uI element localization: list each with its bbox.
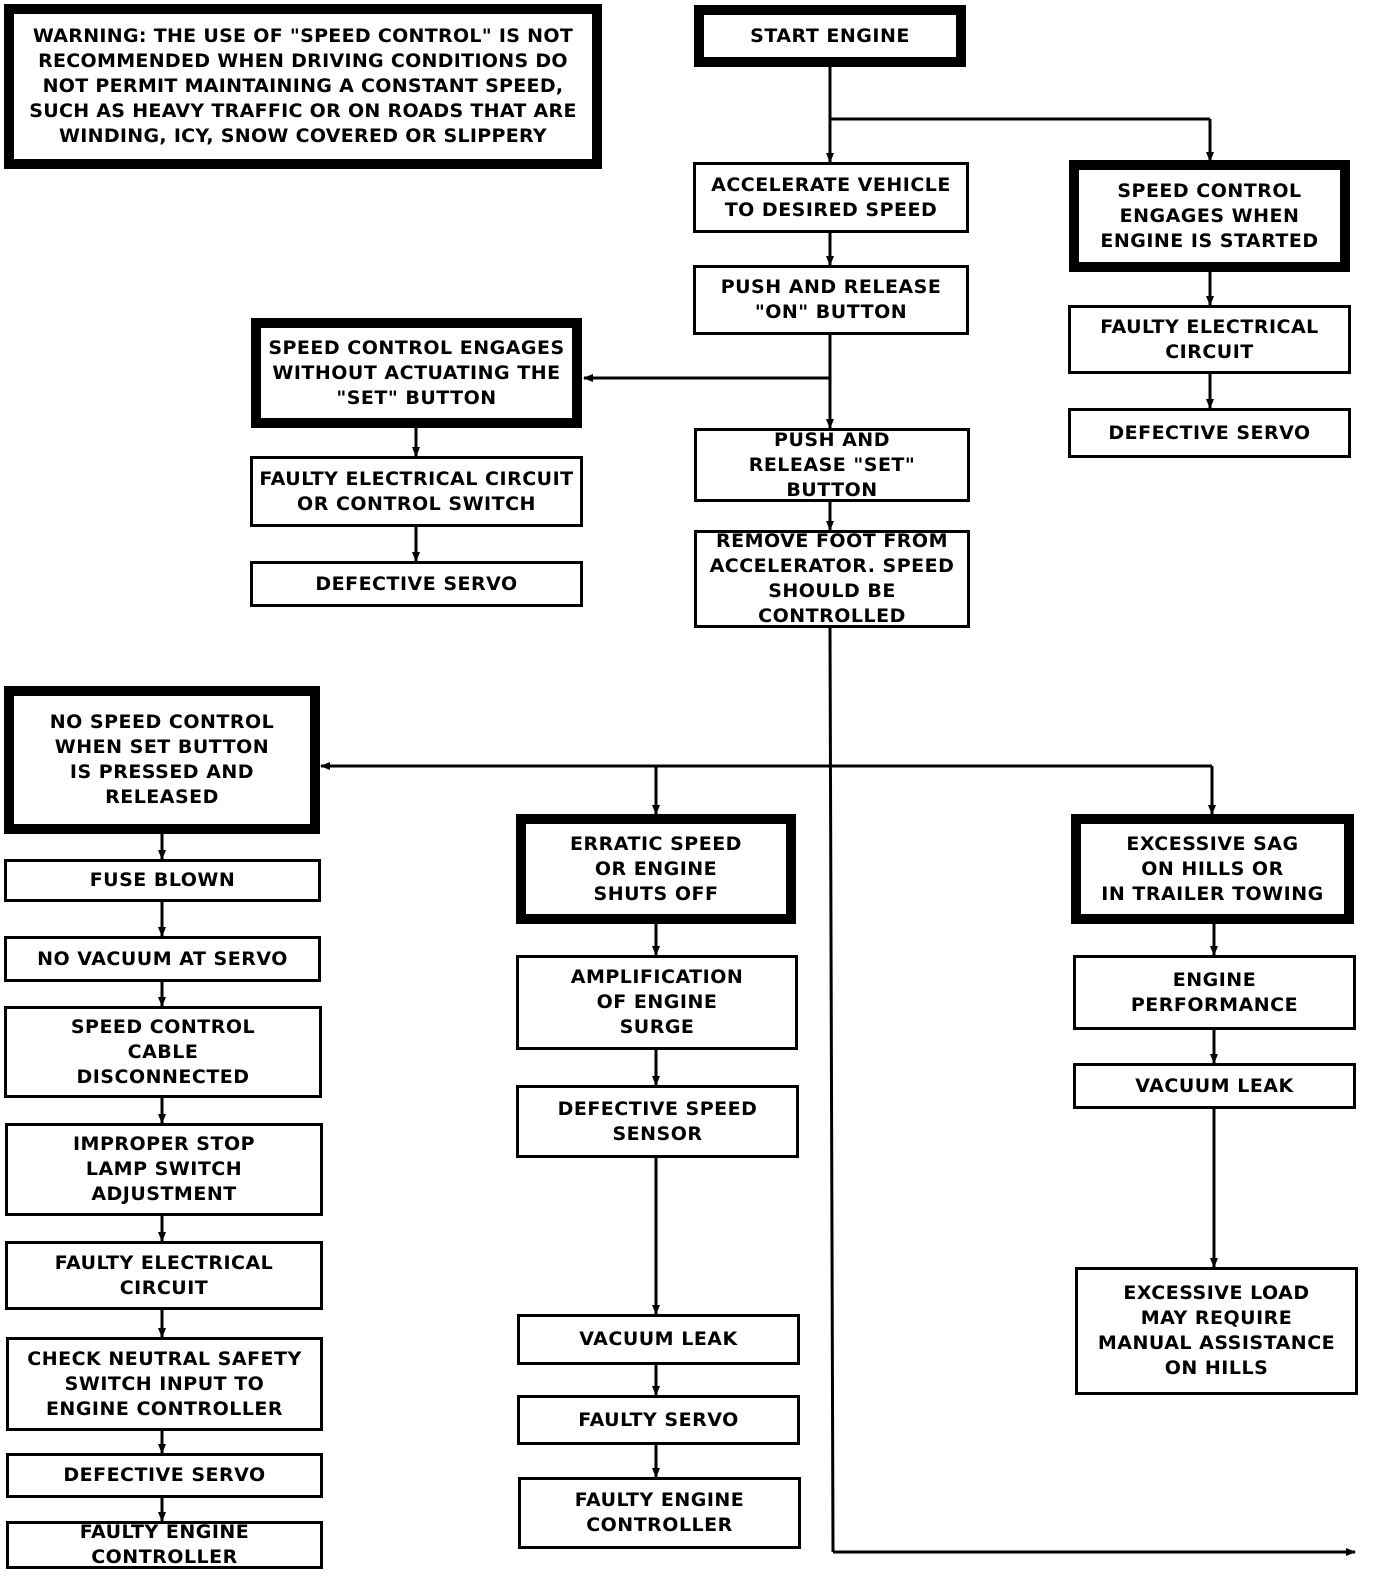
engages-without-set-cause-1: FAULTY ELECTRICAL CIRCUIT OR CONTROL SWI… [250,456,583,527]
no-speed-control-box: NO SPEED CONTROL WHEN SET BUTTON IS PRES… [4,686,320,834]
no-speed-control-cause-1: FUSE BLOWN [4,859,321,902]
engages-without-set-cause-2: DEFECTIVE SERVO [250,561,583,607]
engages-when-started-cause-1: FAULTY ELECTRICAL CIRCUIT [1068,305,1351,374]
erratic-speed-cause-1: AMPLIFICATION OF ENGINE SURGE [516,955,798,1050]
erratic-speed-cause-4: FAULTY SERVO [517,1395,800,1445]
no-speed-control-cause-5: FAULTY ELECTRICAL CIRCUIT [5,1241,323,1310]
engages-without-set-box: SPEED CONTROL ENGAGES WITHOUT ACTUATING … [251,318,582,428]
no-speed-control-cause-6: CHECK NEUTRAL SAFETY SWITCH INPUT TO ENG… [6,1337,323,1431]
erratic-speed-cause-3: VACUUM LEAK [517,1314,800,1365]
start-engine-box: START ENGINE [694,5,966,67]
excessive-sag-cause-3: EXCESSIVE LOAD MAY REQUIRE MANUAL ASSIST… [1075,1267,1358,1395]
warning-box: WARNING: THE USE OF "SPEED CONTROL" IS N… [4,4,602,169]
engages-when-started-cause-2: DEFECTIVE SERVO [1068,408,1351,458]
no-speed-control-cause-2: NO VACUUM AT SERVO [4,936,321,982]
push-on-button-box: PUSH AND RELEASE "ON" BUTTON [693,265,969,335]
excessive-sag-box: EXCESSIVE SAG ON HILLS OR IN TRAILER TOW… [1071,814,1354,924]
engages-when-started-box: SPEED CONTROL ENGAGES WHEN ENGINE IS STA… [1069,160,1350,272]
accelerate-vehicle-box: ACCELERATE VEHICLE TO DESIRED SPEED [693,162,969,233]
no-speed-control-cause-3: SPEED CONTROL CABLE DISCONNECTED [4,1006,322,1098]
excessive-sag-cause-2: VACUUM LEAK [1073,1063,1356,1109]
push-set-button-box: PUSH AND RELEASE "SET" BUTTON [694,428,970,502]
erratic-speed-box: ERRATIC SPEED OR ENGINE SHUTS OFF [516,814,796,924]
no-speed-control-cause-8: FAULTY ENGINE CONTROLLER [6,1521,323,1569]
remove-foot-box: REMOVE FOOT FROM ACCELERATOR. SPEED SHOU… [694,530,970,628]
erratic-speed-cause-5: FAULTY ENGINE CONTROLLER [518,1477,801,1549]
no-speed-control-cause-7: DEFECTIVE SERVO [6,1453,323,1498]
excessive-sag-cause-1: ENGINE PERFORMANCE [1073,955,1356,1030]
no-speed-control-cause-4: IMPROPER STOP LAMP SWITCH ADJUSTMENT [5,1123,323,1216]
erratic-speed-cause-2: DEFECTIVE SPEED SENSOR [516,1085,799,1158]
